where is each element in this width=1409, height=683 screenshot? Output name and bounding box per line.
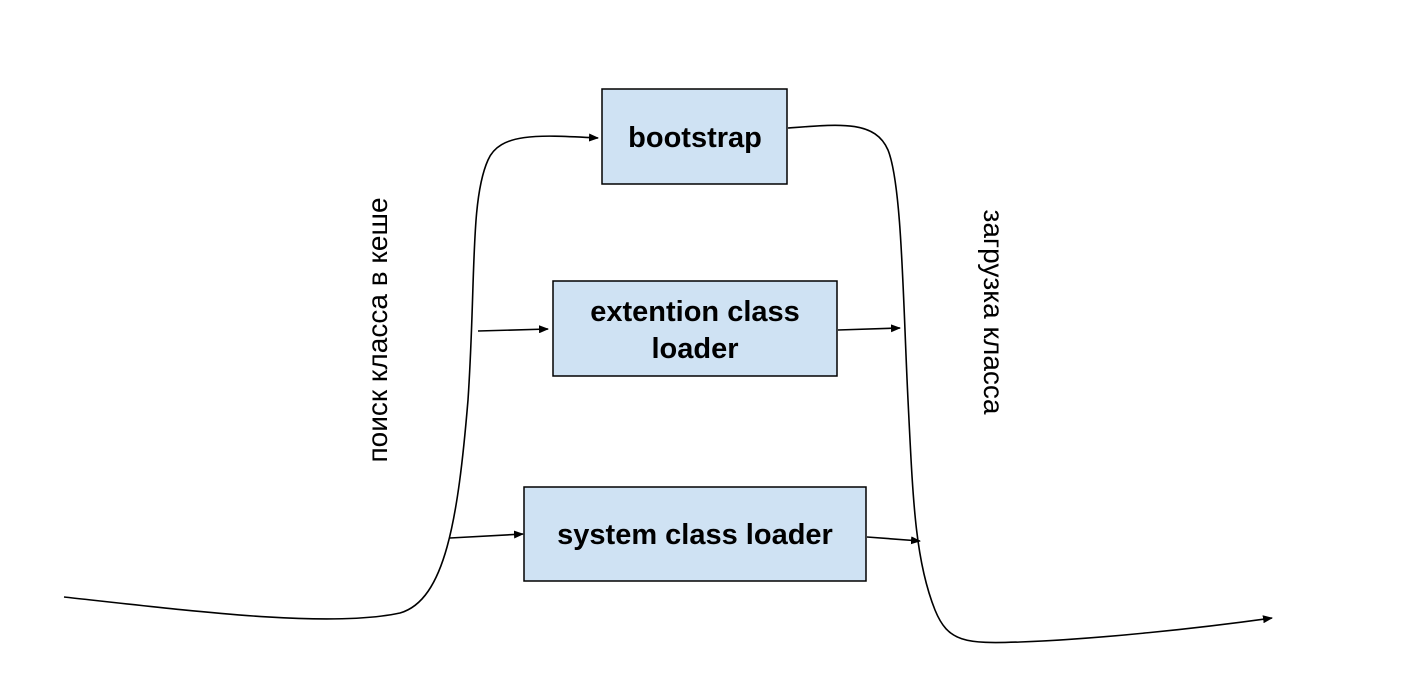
arrow-to-system <box>449 530 524 539</box>
search-flow-curve <box>63 133 599 620</box>
extension-label-line-2: loader <box>651 333 738 365</box>
bootstrap-label: bootstrap <box>628 122 762 154</box>
load-flow-curve <box>787 124 1273 644</box>
load-label: загрузка класса <box>978 210 1009 415</box>
extension-loader-box: extention class loader <box>552 280 838 377</box>
arrow-to-extension <box>477 325 549 334</box>
search-label: поиск класса в кеше <box>362 197 393 462</box>
bootstrap-box: bootstrap <box>601 88 788 185</box>
system-loader-box: system class loader <box>523 486 867 582</box>
extension-label-line-1: extention class <box>590 296 800 328</box>
arrow-from-system <box>866 536 921 545</box>
arrow-from-extension <box>837 324 901 333</box>
system-label: system class loader <box>557 519 833 551</box>
